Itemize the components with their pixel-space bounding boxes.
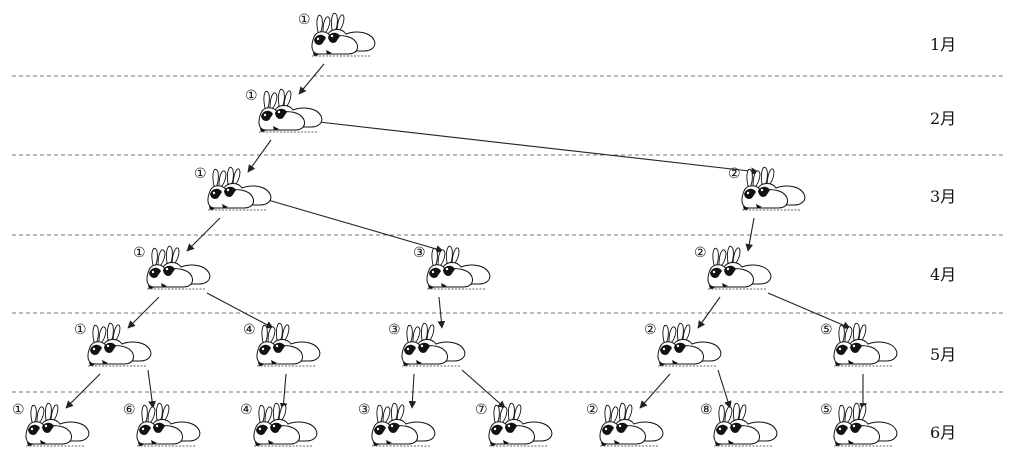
month-label-4: 4月	[930, 265, 956, 284]
rabbit-pair-7: ②	[694, 245, 772, 290]
pair-number-label: ①	[194, 166, 207, 182]
pair-number-label: ②	[644, 322, 657, 338]
arrow-8-to-13	[65, 373, 101, 409]
arrow-10-to-17	[461, 369, 506, 409]
arrow-11-to-18	[639, 373, 671, 409]
rabbit-pair-icon	[426, 245, 491, 290]
pair-number-label: ③	[358, 402, 371, 418]
rabbit-pair-icon	[207, 166, 272, 211]
rabbit-pair-icon	[311, 12, 376, 57]
month-label-3: 3月	[930, 187, 956, 206]
rabbit-pair-2: ①	[245, 88, 323, 133]
rabbit-pair-icon	[146, 245, 211, 290]
pair-number-label: ③	[388, 322, 401, 338]
rabbit-pair-icon	[256, 322, 321, 367]
arrow-2-to-3	[247, 139, 272, 173]
pair-number-label: ①	[12, 402, 25, 418]
rabbit-pair-icon	[707, 245, 772, 290]
pair-number-label: ①	[74, 322, 87, 338]
month-label-2: 2月	[930, 109, 956, 128]
rabbit-pair-10: ③	[388, 322, 466, 367]
arrow-8-to-14	[147, 369, 156, 409]
rabbit-pair-18: ②	[586, 402, 664, 447]
pair-number-label: ①	[298, 12, 311, 28]
rabbit-pair-icon	[371, 402, 436, 447]
rabbit-pair-20: ⑤	[820, 402, 898, 447]
rabbit-pair-icon	[599, 402, 664, 447]
pair-number-label: ②	[586, 402, 599, 418]
rabbit-pair-1: ①	[298, 12, 376, 57]
rabbit-pair-5: ①	[133, 245, 211, 290]
rabbit-pair-icon	[136, 402, 201, 447]
rabbit-pair-icon	[87, 322, 152, 367]
rabbit-pair-icon	[258, 88, 323, 133]
rabbit-pair-8: ①	[74, 322, 152, 367]
pair-number-label: ⑤	[820, 322, 833, 338]
arrow-7-to-11	[697, 296, 721, 329]
month-label-5: 5月	[930, 345, 956, 364]
rabbit-pair-icon	[713, 402, 778, 447]
rabbit-pair-12: ⑤	[820, 322, 898, 367]
arrow-3-to-5	[186, 217, 221, 252]
pair-number-label: ①	[245, 88, 258, 104]
arrow-10-to-16	[408, 373, 417, 409]
pair-number-label: ⑤	[820, 402, 833, 418]
arrow-11-to-19	[717, 369, 732, 409]
arrows	[65, 63, 867, 411]
rabbit-pair-4: ②	[728, 166, 806, 211]
month-dividers	[12, 75, 1005, 393]
month-label-1: 1月	[930, 35, 956, 54]
pair-number-label: ④	[240, 402, 253, 418]
arrow-5-to-8	[127, 296, 160, 329]
rabbit-pairs: ① ① ① ② ① ③ ② ① ④ ③ ② ⑤ ① ⑥ ④ ③ ⑦ ② ⑧ ⑤	[12, 12, 898, 447]
rabbit-pair-icon	[657, 322, 722, 367]
pair-number-label: ⑧	[700, 402, 713, 418]
rabbit-pair-3: ①	[194, 166, 272, 211]
arrow-5-to-9	[206, 292, 274, 329]
rabbit-pair-icon	[253, 402, 318, 447]
arrow-6-to-10	[437, 296, 446, 329]
pair-number-label: ⑥	[123, 402, 136, 418]
rabbit-pair-icon	[833, 322, 898, 367]
rabbit-pair-icon	[833, 402, 898, 447]
pair-number-label: ③	[413, 245, 426, 261]
month-labels: 1月 2月 3月 4月 5月 6月	[930, 35, 956, 442]
pair-number-label: ⑦	[475, 402, 488, 418]
rabbit-pair-17: ⑦	[475, 402, 553, 447]
rabbit-pair-9: ④	[243, 322, 321, 367]
rabbit-pair-icon	[488, 402, 553, 447]
pair-number-label: ①	[133, 245, 146, 261]
arrow-3-to-6	[267, 199, 444, 253]
rabbit-pair-icon	[741, 166, 806, 211]
arrow-2-to-4	[318, 121, 759, 176]
pair-number-label: ④	[243, 322, 256, 338]
rabbit-pair-6: ③	[413, 245, 491, 290]
arrow-4-to-7	[745, 217, 755, 252]
arrow-1-to-2	[298, 63, 325, 95]
arrow-9-to-15	[279, 373, 288, 411]
rabbit-pair-11: ②	[644, 322, 722, 367]
rabbit-pair-icon	[25, 402, 90, 447]
rabbit-pair-19: ⑧	[700, 402, 778, 447]
arrow-7-to-12	[767, 292, 851, 329]
rabbit-pair-14: ⑥	[123, 402, 201, 447]
month-label-6: 6月	[930, 423, 956, 442]
rabbit-pair-13: ①	[12, 402, 90, 447]
rabbit-pair-16: ③	[358, 402, 436, 447]
pair-number-label: ②	[694, 245, 707, 261]
rabbit-pair-15: ④	[240, 402, 318, 447]
pair-number-label: ②	[728, 166, 741, 182]
rabbit-pair-icon	[401, 322, 466, 367]
